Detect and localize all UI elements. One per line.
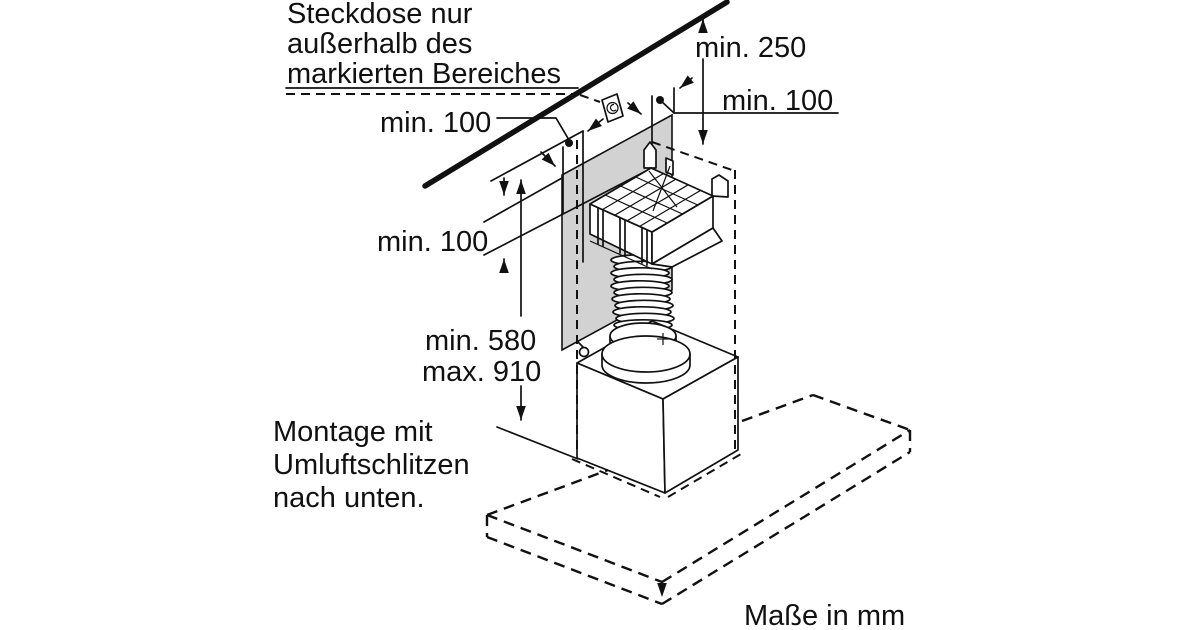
mounting-note: Montage mit Umluftschlitzen nach unten.: [273, 416, 470, 514]
mounting-note-line2: Umluftschlitzen: [273, 449, 470, 481]
tension-wire: [652, 165, 671, 212]
chimney-clearance-outline: [571, 140, 742, 498]
dimension-ceiling-gap: min. 100: [377, 177, 509, 273]
power-socket-icon: [601, 93, 624, 123]
mounting-note-line1: Montage mit: [273, 416, 433, 448]
dimension-marked-area-clearance-label: min. 100: [380, 107, 491, 139]
socket-note-line1: Steckdose nur: [287, 0, 473, 30]
dimension-marked-area-clearance: min. 100: [380, 107, 573, 147]
panel-hook-icon: [577, 341, 590, 358]
units-note: Maße in mm: [744, 600, 905, 630]
filter-grid: [589, 165, 714, 233]
dimension-right-clearance: min. 100: [656, 85, 839, 117]
dimension-right-clearance-label: min. 100: [722, 85, 833, 117]
dimension-ceiling-distance-label: min. 250: [695, 32, 806, 64]
mounting-hook-icon: [643, 141, 657, 169]
dimension-ceiling-gap-label: min. 100: [377, 226, 488, 258]
mounting-note-line3: nach unten.: [273, 482, 425, 514]
tension-wire: [648, 170, 678, 208]
canopy-outline: [485, 393, 912, 606]
dimension-chimney-height-max-label: max. 910: [422, 356, 541, 388]
center-mark-icon: [657, 333, 669, 345]
dimension-chimney-height-min-label: min. 580: [425, 325, 536, 357]
socket-note-line3: markierten Bereiches: [287, 58, 561, 90]
dimension-ceiling-distance: min. 250: [695, 18, 806, 145]
socket-note-line2: außerhalb des: [287, 28, 472, 60]
marked-area-pointer-arrows: [540, 75, 694, 167]
socket-note: Steckdose nur außerhalb des markierten B…: [285, 0, 601, 103]
dimension-chimney-height: min. 580 max. 910: [422, 179, 541, 421]
recirculation-module: [589, 141, 729, 270]
duct-collar: [601, 322, 691, 384]
vent-tabs: [597, 207, 648, 266]
